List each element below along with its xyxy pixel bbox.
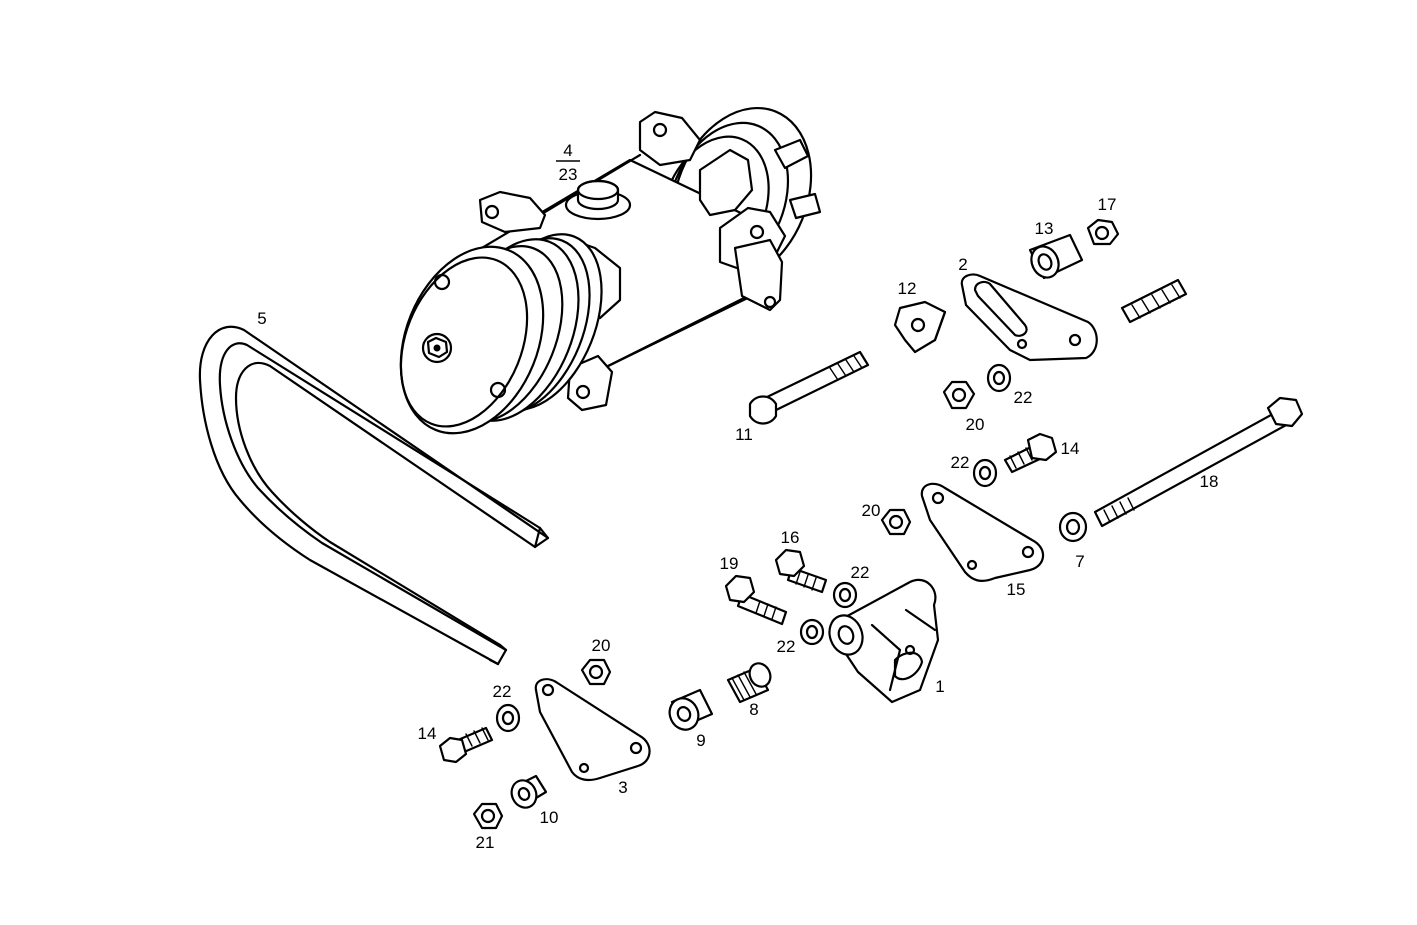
nut-21 (472, 802, 504, 830)
callout-20-lower: 20 (592, 636, 611, 655)
callout-21: 21 (476, 833, 495, 852)
sleeve-13 (1028, 233, 1084, 280)
callout-19: 19 (720, 554, 739, 573)
callout-22-mid: 22 (951, 453, 970, 472)
callout-14-upper: 14 (1061, 439, 1080, 458)
bolt-14-upper (1003, 432, 1058, 474)
main-mounting-bracket (828, 578, 940, 704)
washer-22-upper (986, 363, 1012, 393)
washer-7 (1058, 511, 1088, 543)
washer-22-mid (972, 458, 998, 488)
long-bolt (748, 350, 870, 425)
compressor-assembly (399, 106, 822, 435)
callout-14-lower: 14 (418, 724, 437, 743)
washer-22-lower (495, 703, 521, 733)
callout-1: 1 (935, 677, 944, 696)
nut-20-lower (580, 658, 612, 686)
nut-20-upper (942, 380, 976, 410)
callout-2: 2 (958, 255, 967, 274)
v-belt (198, 325, 550, 666)
bracket-3 (534, 678, 651, 782)
callout-8: 8 (749, 700, 758, 719)
callout-3: 3 (618, 778, 627, 797)
spacer-clip (893, 300, 947, 354)
callout-16: 16 (781, 528, 800, 547)
callout-labels: 4 23 5 11 12 2 13 17 22 20 14 22 18 20 7… (257, 141, 1218, 852)
callout-22-upper: 22 (1014, 388, 1033, 407)
callout-22-b: 22 (851, 563, 870, 582)
callout-23: 23 (559, 165, 578, 184)
callout-10: 10 (540, 808, 559, 827)
callout-12: 12 (898, 279, 917, 298)
callout-18: 18 (1200, 472, 1219, 491)
nut-20-mid (880, 508, 912, 536)
long-rod-18 (1093, 396, 1304, 528)
callout-5: 5 (257, 309, 266, 328)
callout-22-c: 22 (777, 637, 796, 656)
callout-4: 4 (563, 141, 572, 160)
callout-15: 15 (1007, 580, 1026, 599)
callout-13: 13 (1035, 219, 1054, 238)
bolt-16 (774, 548, 828, 594)
plug-8 (726, 662, 772, 704)
threaded-stud (1120, 278, 1188, 324)
callout-20-mid: 20 (862, 501, 881, 520)
washer-22-c (799, 618, 825, 646)
bolt-19 (724, 574, 788, 626)
upper-bracket (960, 273, 1098, 362)
bolt-14-lower (438, 726, 494, 764)
callout-20-upper: 20 (966, 415, 985, 434)
spacer-10 (510, 774, 548, 809)
callout-11: 11 (735, 425, 753, 444)
washer-22-b (832, 581, 858, 609)
callout-7: 7 (1075, 552, 1084, 571)
bracket-15 (920, 482, 1045, 582)
nut-17 (1086, 218, 1120, 246)
callout-9: 9 (696, 731, 705, 750)
sleeve-9 (668, 688, 714, 731)
callout-22-lower: 22 (493, 682, 512, 701)
callout-17: 17 (1098, 195, 1117, 214)
